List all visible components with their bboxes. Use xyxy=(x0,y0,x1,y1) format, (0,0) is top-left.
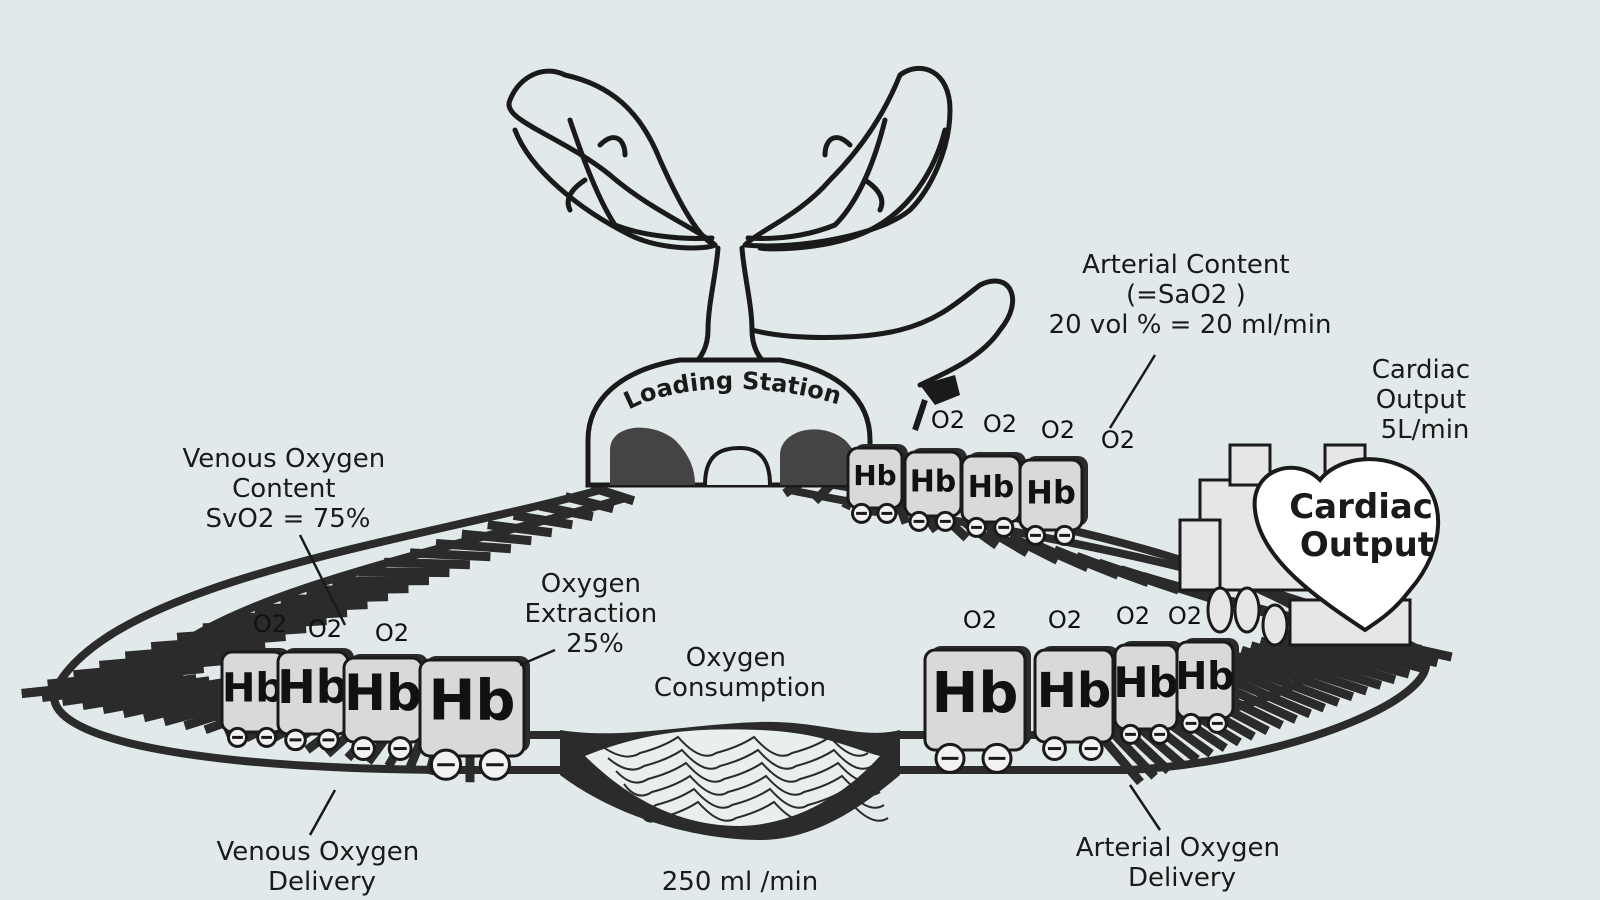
o2-label: O2 xyxy=(983,410,1017,438)
hemoglobin-car: Hb xyxy=(1018,456,1088,546)
hemoglobin-car: Hb xyxy=(418,656,530,781)
hemoglobin-car: Hb xyxy=(903,448,967,532)
o2-label: O2 xyxy=(931,406,965,434)
oxygen-nozzle-icon xyxy=(912,375,960,431)
o2-label: O2 xyxy=(375,619,409,647)
o2-label: O2 xyxy=(1116,602,1150,630)
hb-label: Hb xyxy=(1026,473,1076,511)
venous-content-label: Venous Oxygen Content SvO2 = 75% xyxy=(183,444,394,534)
hb-label: Hb xyxy=(1037,663,1112,719)
venous-delivery-label: Venous Oxygen Delivery xyxy=(217,837,428,897)
oxygen-consumption-label: Oxygen Consumption xyxy=(654,643,826,703)
hemoglobin-car: Hb xyxy=(960,452,1026,538)
hemoglobin-car: Hb xyxy=(923,646,1031,774)
hb-label: Hb xyxy=(1175,654,1234,698)
heart-icon xyxy=(1252,457,1441,633)
hemoglobin-car: Hb xyxy=(342,654,428,761)
o2-label: O2 xyxy=(1048,606,1082,634)
hb-label: Hb xyxy=(910,465,957,500)
arterial-content-label: Arterial Content (=SaO2 ) 20 vol % = 20 … xyxy=(1049,250,1332,340)
hb-label: Hb xyxy=(344,664,422,722)
o2-label: O2 xyxy=(1041,416,1075,444)
o2-label: O2 xyxy=(253,610,287,638)
oxygen-extraction-label: Oxygen Extraction 25% xyxy=(525,569,666,659)
heart-label: Cardiac Output xyxy=(1289,487,1445,565)
hb-label: Hb xyxy=(1113,658,1178,707)
hb-label: Hb xyxy=(932,661,1019,726)
hb-label: Hb xyxy=(222,666,284,712)
hb-label: Hb xyxy=(968,470,1015,505)
hb-label: Hb xyxy=(853,459,896,492)
leader-lines xyxy=(298,354,1162,836)
lungs-icon xyxy=(506,65,1016,388)
hemoglobin-car: Hb xyxy=(1175,638,1239,734)
capillary-bed xyxy=(560,721,900,840)
labels: Arterial Content (=SaO2 ) 20 vol % = 20 … xyxy=(183,250,1479,897)
hemoglobin-car: Hb xyxy=(276,648,354,752)
arterial-delivery-label: Arterial Oxygen Delivery xyxy=(1076,833,1288,893)
hemoglobin-car: Hb xyxy=(846,444,908,524)
hemoglobin-car: Hb xyxy=(1033,646,1119,761)
o2-label: O2 xyxy=(1168,602,1202,630)
o2-label: O2 xyxy=(1101,426,1135,454)
consumption-value-label: 250 ml /min xyxy=(662,867,819,897)
hb-label: Hb xyxy=(277,660,348,714)
o2-label: O2 xyxy=(308,615,342,643)
cardiac-output-value-label: Cardiac Output 5L/min xyxy=(1372,355,1479,445)
o2-label: O2 xyxy=(963,606,997,634)
loading-station: Loading Station xyxy=(585,357,873,488)
hb-label: Hb xyxy=(429,669,516,734)
hemoglobin-car: Hb xyxy=(1113,641,1183,745)
